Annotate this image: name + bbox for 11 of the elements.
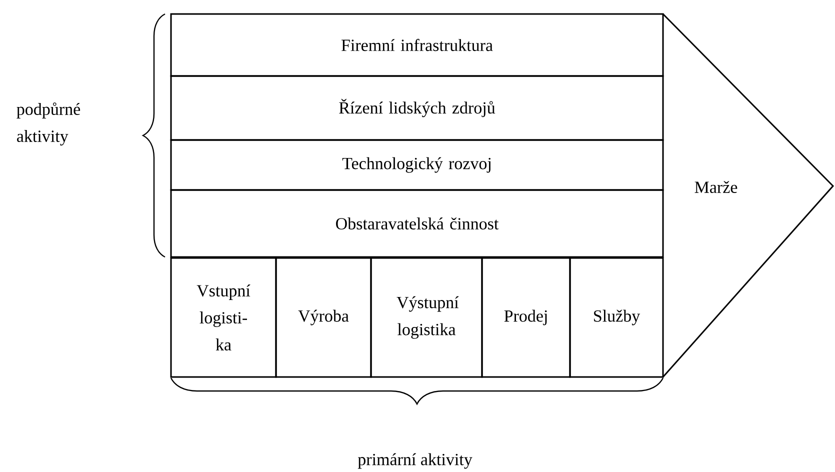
activity-cell: Vstupní logisti-ka: [170, 257, 277, 378]
activity-box: Technologický rozvoj: [170, 139, 664, 191]
bracket-label: primární aktivity: [358, 453, 472, 469]
bracket-label: podpůrné aktivity: [16, 102, 80, 146]
activity-box: Řízení lidských zdrojů: [170, 75, 664, 141]
activity-cell: Prodej: [481, 257, 571, 378]
activity-cell: Výroba: [275, 257, 372, 378]
activity-box: Obstaravatelská činnost: [170, 189, 664, 258]
activity-cell: Výstupní logistika: [370, 257, 483, 378]
activity-box: Firemní infrastruktura: [170, 13, 664, 77]
activity-cell: Služby: [569, 257, 664, 378]
